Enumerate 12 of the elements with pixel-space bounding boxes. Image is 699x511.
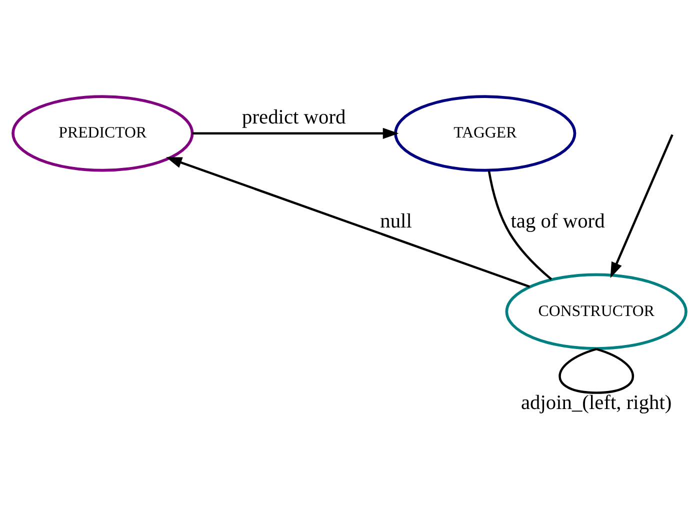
- arrow: [192, 127, 399, 138]
- connector: [488, 170, 552, 280]
- edge-label: tag of word: [510, 210, 605, 232]
- edge-label: null: [380, 210, 412, 232]
- arrow: [610, 134, 674, 278]
- edge-label: adjoin_(left, right): [520, 392, 672, 414]
- arrow: [166, 156, 530, 288]
- edge-label: predict word: [242, 106, 346, 128]
- node-ellipse: PREDICTOR: [12, 94, 194, 172]
- node-ellipse: TAGGER: [394, 94, 576, 172]
- node-ellipse: CONSTRUCTOR: [505, 272, 688, 350]
- connector: [558, 348, 634, 394]
